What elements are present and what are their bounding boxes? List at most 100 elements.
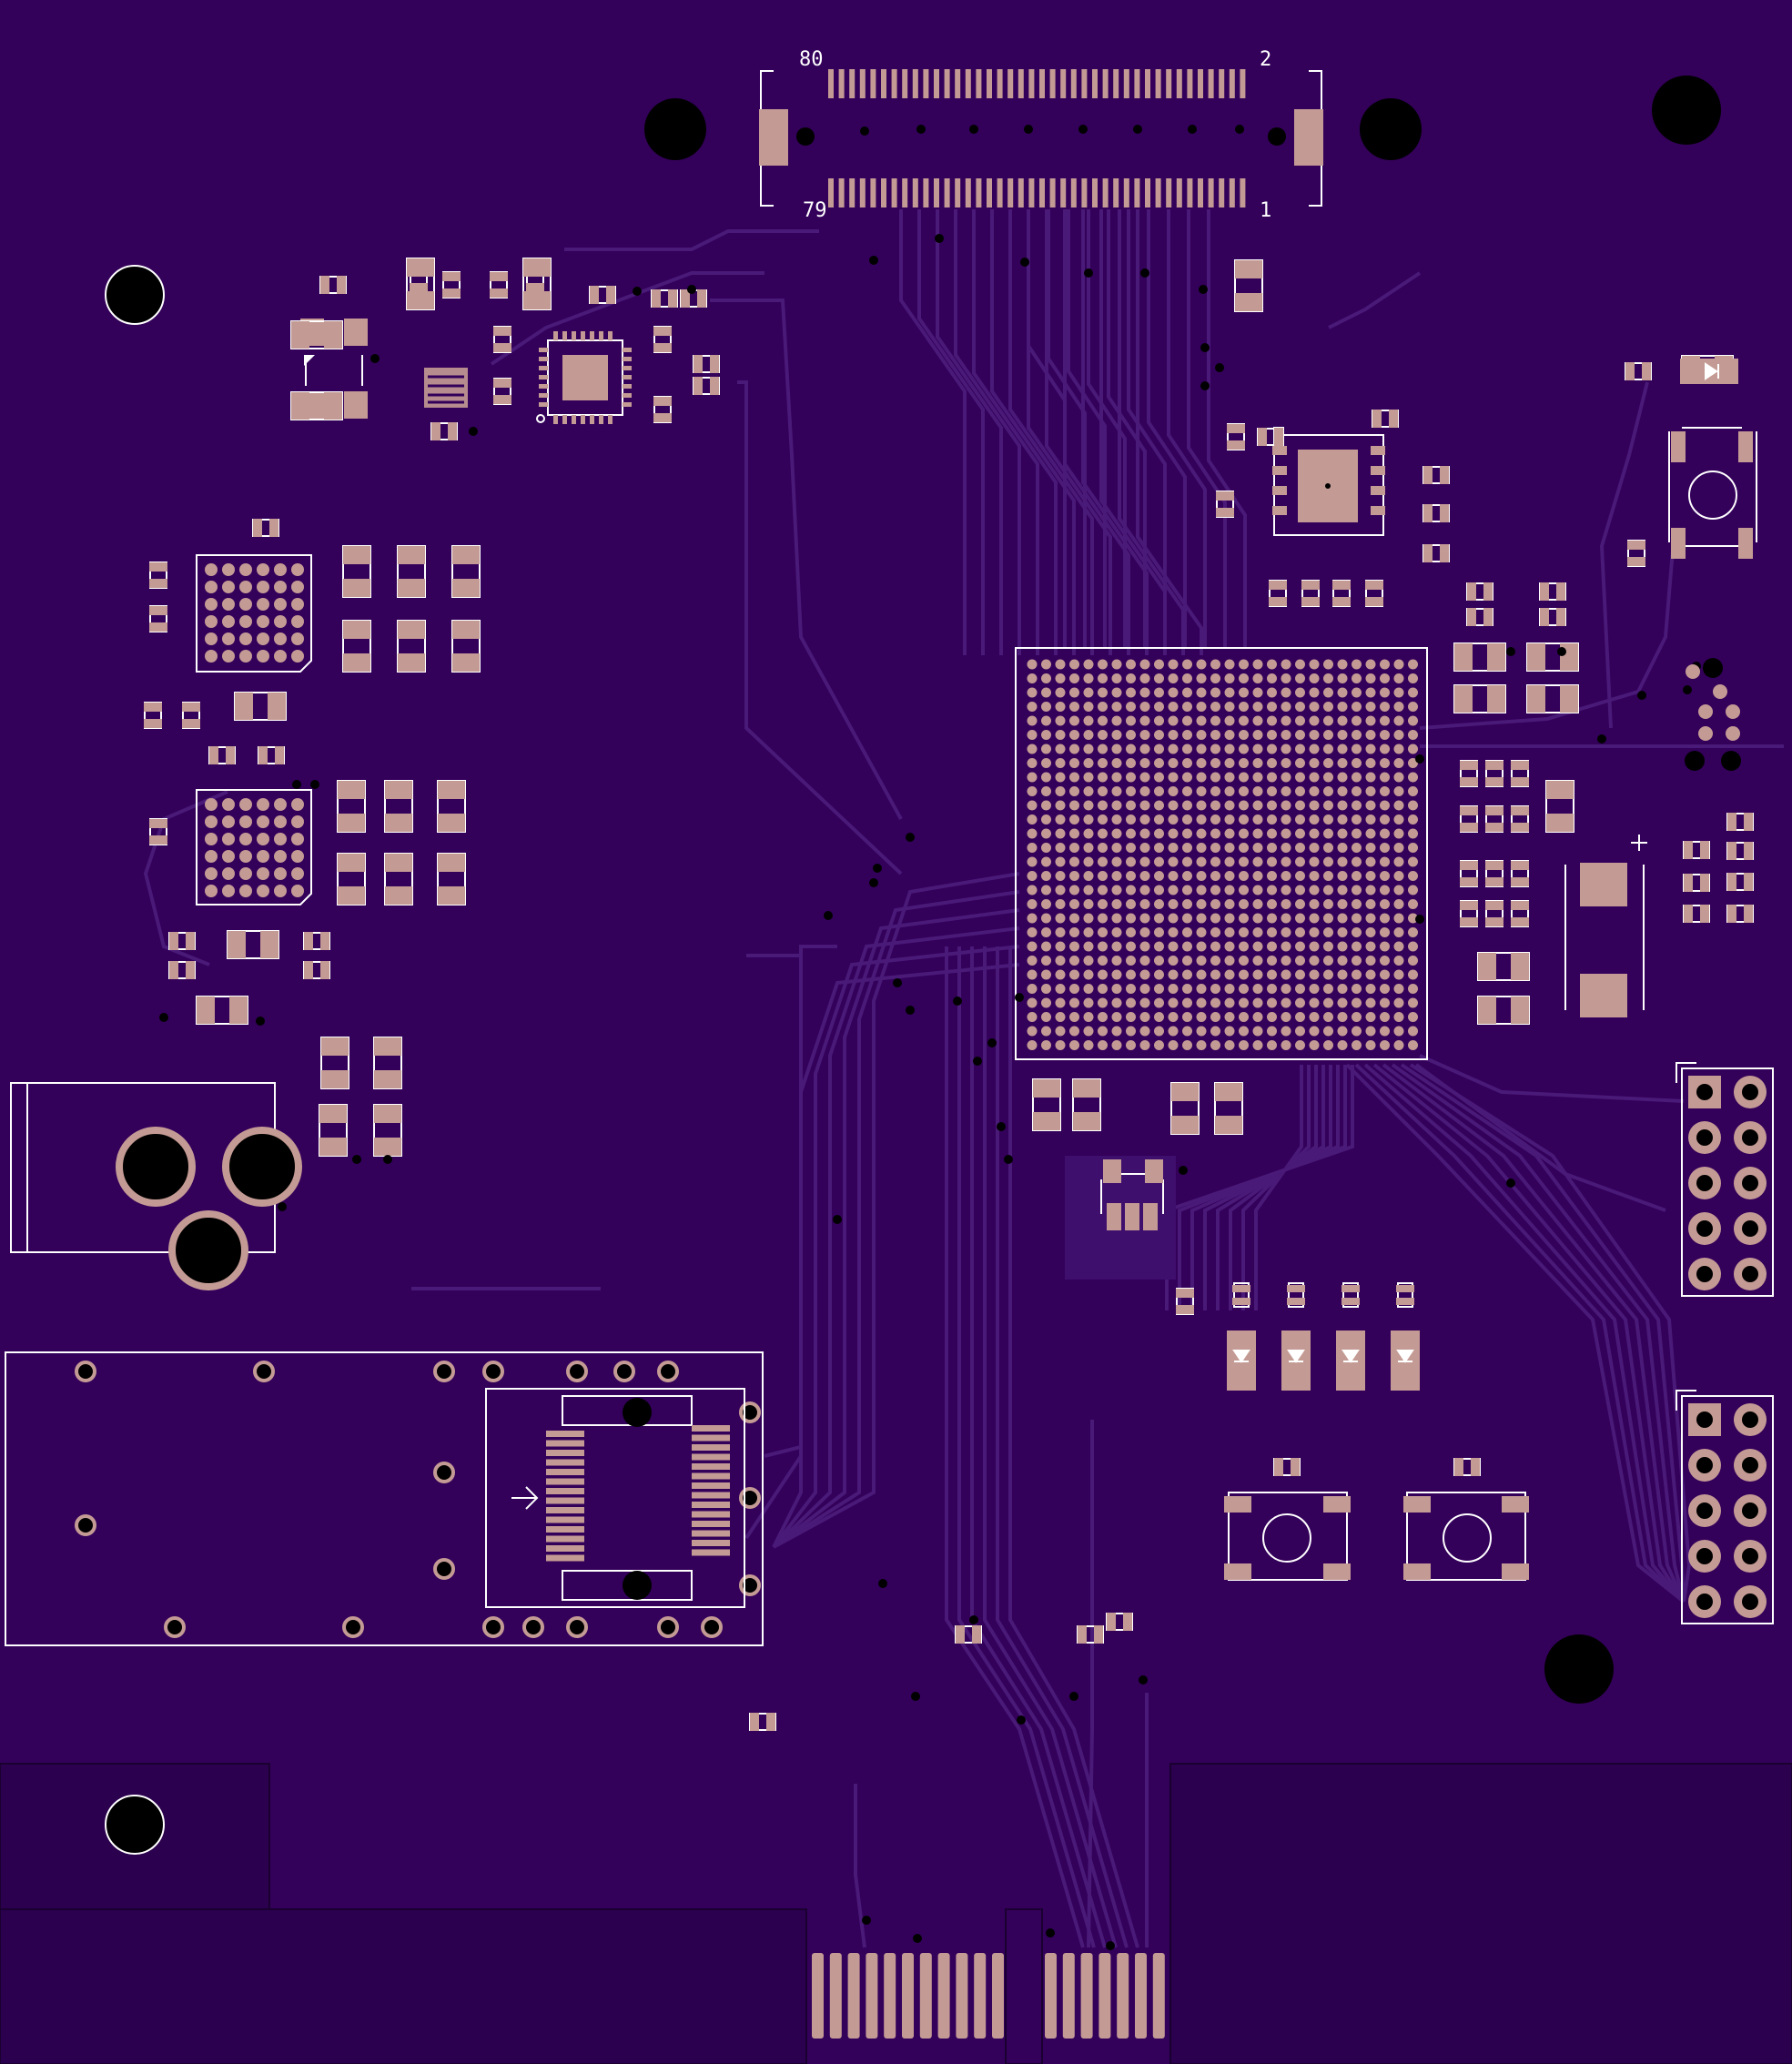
flash-chip bbox=[1272, 427, 1385, 536]
capacitor bbox=[196, 996, 248, 1025]
bga-ball bbox=[1309, 687, 1320, 698]
header-drill bbox=[1742, 1411, 1758, 1428]
bga-ball bbox=[1352, 702, 1362, 712]
bga-ball bbox=[1055, 715, 1066, 726]
fpc-pin bbox=[1102, 178, 1109, 207]
passive bbox=[430, 422, 458, 440]
bga-ball bbox=[1111, 786, 1122, 796]
bga-ball bbox=[1224, 758, 1235, 768]
via bbox=[878, 1579, 887, 1588]
bga-ball bbox=[1393, 659, 1404, 670]
bga-ball bbox=[205, 798, 218, 811]
bga-ball bbox=[1408, 899, 1418, 909]
fpc-pin bbox=[923, 69, 929, 98]
usb-connector[interactable] bbox=[485, 1388, 745, 1608]
bga-ball bbox=[1168, 913, 1179, 924]
bga-ball bbox=[1168, 715, 1179, 726]
via bbox=[869, 256, 878, 265]
bga-ball bbox=[1083, 956, 1094, 966]
bga-ball bbox=[1139, 1040, 1150, 1050]
bga-ball bbox=[1154, 800, 1164, 811]
trace bbox=[1254, 1065, 1303, 1310]
bga-ball bbox=[1309, 984, 1320, 994]
passive bbox=[1422, 504, 1450, 522]
bga-ball bbox=[1027, 899, 1038, 909]
bga-ball bbox=[1408, 702, 1418, 712]
bga-ball bbox=[1027, 758, 1038, 768]
trace bbox=[1419, 527, 1676, 730]
capacitor bbox=[397, 545, 426, 598]
bga-ball bbox=[1295, 659, 1305, 670]
passive bbox=[168, 932, 196, 950]
bga-ball bbox=[1408, 856, 1418, 867]
bga-ball bbox=[1281, 715, 1291, 726]
bga-ball bbox=[1352, 800, 1362, 811]
bga-ball bbox=[1041, 969, 1051, 980]
via bbox=[292, 780, 301, 789]
led-polarity bbox=[1232, 1350, 1250, 1363]
mounting-hole bbox=[1652, 76, 1721, 145]
bga-ball bbox=[1139, 758, 1150, 768]
header-drill bbox=[1696, 1175, 1713, 1191]
bga-ball bbox=[1083, 786, 1094, 796]
bga-ball bbox=[1139, 715, 1150, 726]
edge-finger bbox=[847, 1953, 860, 2039]
audio-jack[interactable] bbox=[10, 1082, 302, 1290]
boot-switch[interactable] bbox=[1668, 427, 1757, 559]
bga-ball bbox=[274, 815, 287, 828]
bga-ball bbox=[1380, 956, 1390, 966]
bga-ball bbox=[1027, 659, 1038, 670]
bga-ball bbox=[1098, 702, 1108, 712]
bga-ball bbox=[1196, 1012, 1207, 1022]
bga-ball bbox=[1041, 997, 1051, 1008]
via bbox=[1020, 258, 1029, 267]
bga-ball bbox=[1295, 843, 1305, 853]
bga-ball bbox=[1055, 885, 1066, 895]
bga-ball bbox=[1365, 758, 1376, 768]
bga-ball bbox=[257, 632, 269, 645]
reset-switch[interactable] bbox=[1224, 1492, 1351, 1581]
bga-ball bbox=[1252, 814, 1263, 825]
bga-ball bbox=[239, 615, 252, 628]
fpc-pin bbox=[1187, 178, 1193, 207]
bga-ball bbox=[1267, 956, 1277, 966]
capacitor bbox=[384, 853, 413, 906]
bga-ball bbox=[1139, 730, 1150, 740]
passive bbox=[1683, 874, 1710, 892]
capacitor bbox=[437, 853, 466, 906]
bga-ball bbox=[1239, 673, 1249, 683]
bga-ball bbox=[1239, 758, 1249, 768]
bga-ball bbox=[1126, 786, 1136, 796]
bga-ball bbox=[274, 850, 287, 863]
trace bbox=[744, 945, 837, 1540]
fpc-pin bbox=[1113, 178, 1119, 207]
fpc-connector: 80 2 79 1 bbox=[759, 48, 1323, 222]
usb-pin bbox=[692, 1444, 730, 1451]
passive bbox=[303, 961, 330, 979]
via bbox=[1200, 343, 1210, 352]
bga-ball bbox=[1239, 702, 1249, 712]
bga-ball bbox=[1027, 927, 1038, 937]
bga-ball bbox=[1295, 984, 1305, 994]
bga-ball bbox=[1168, 800, 1179, 811]
bga-ball bbox=[1352, 927, 1362, 937]
bga-ball bbox=[1239, 843, 1249, 853]
bga-ball bbox=[1210, 856, 1220, 867]
bga-ball bbox=[1380, 969, 1390, 980]
bga-ball bbox=[1337, 856, 1348, 867]
bga-ball bbox=[1224, 997, 1235, 1008]
user-switch[interactable] bbox=[1403, 1492, 1529, 1581]
bga-ball bbox=[1281, 1026, 1291, 1037]
bga-ball bbox=[1126, 702, 1136, 712]
bga-ball bbox=[1380, 730, 1390, 740]
bga-ball bbox=[1380, 772, 1390, 783]
qfn-pin bbox=[623, 402, 632, 407]
bga-ball bbox=[1041, 715, 1051, 726]
bga-ball bbox=[1252, 786, 1263, 796]
bga-ball bbox=[222, 833, 235, 845]
via bbox=[873, 864, 882, 873]
fpc-pin bbox=[838, 178, 845, 207]
via bbox=[1015, 993, 1024, 1002]
bga-ball bbox=[205, 563, 218, 576]
bga-ball bbox=[1055, 744, 1066, 754]
